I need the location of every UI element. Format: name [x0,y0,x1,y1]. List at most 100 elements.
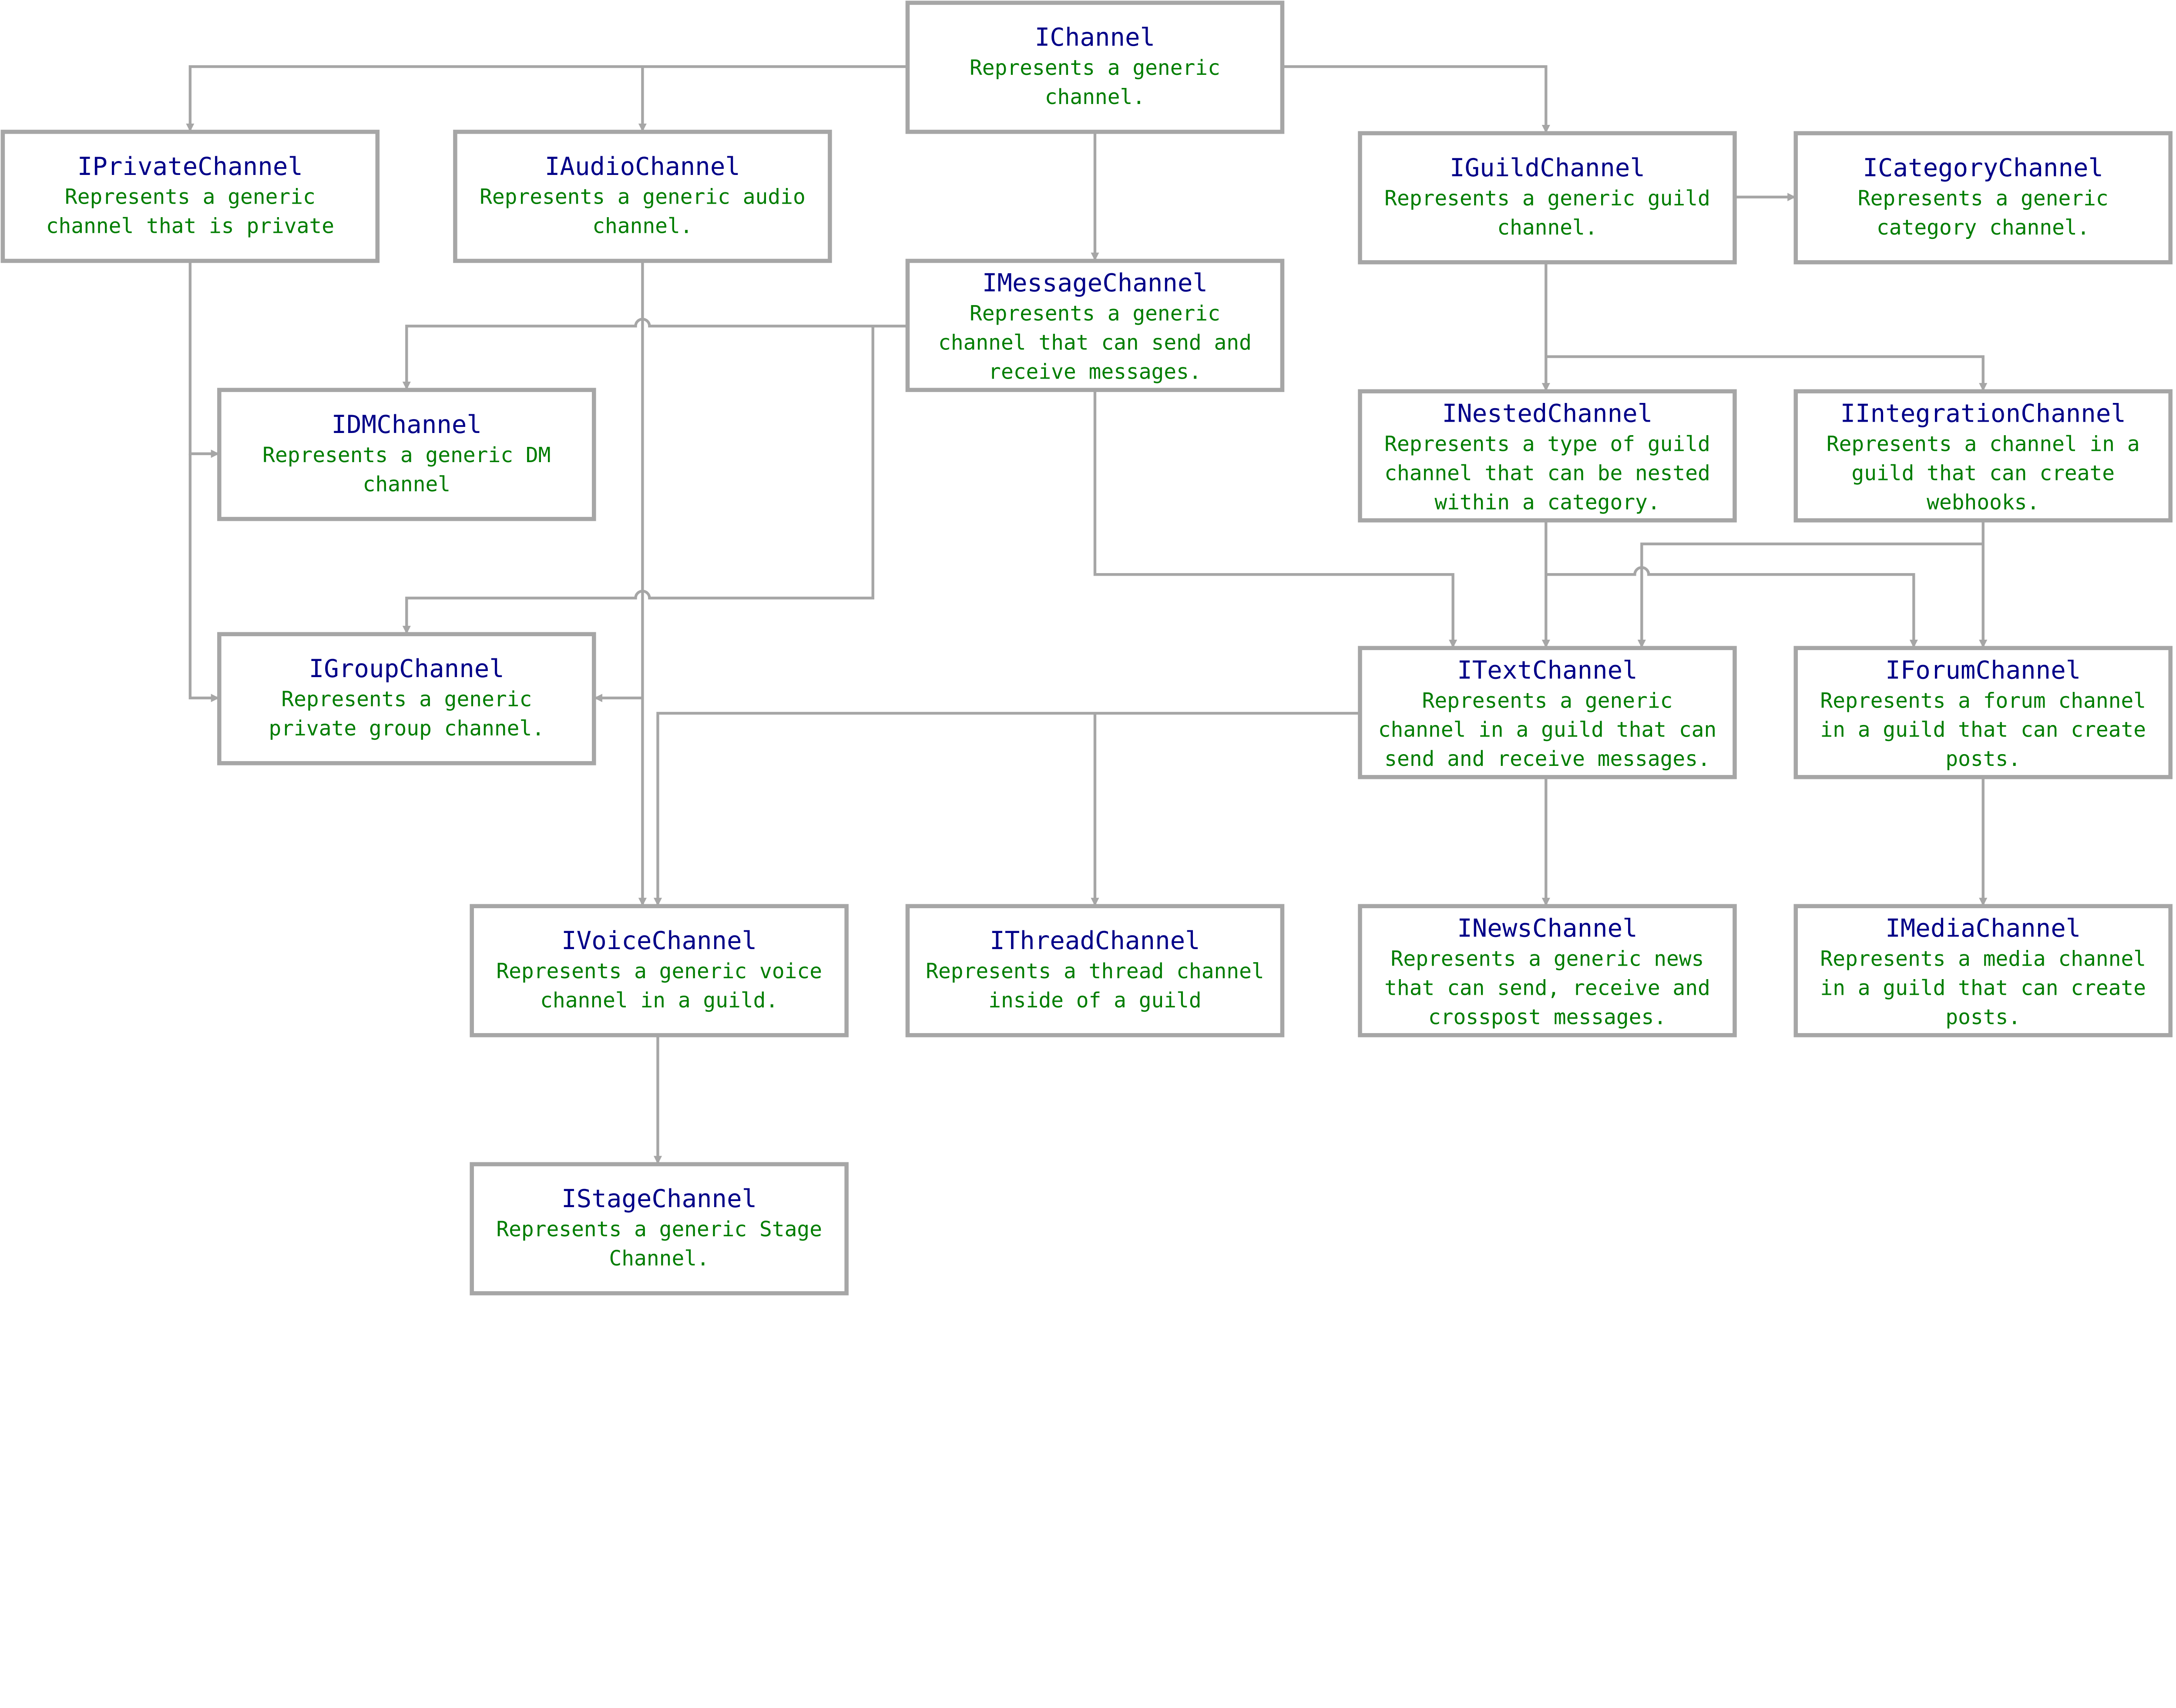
node-box [470,1162,849,1295]
node-box [905,258,1285,392]
node-title: IGroupChannel [309,654,504,683]
edge-IChannel-to-IGuildChannel [1282,65,1550,134]
node-description-line: Represents a channel in a [1827,432,2140,456]
node-box [1358,389,1737,523]
node-description-line: channel that can be nested [1384,461,1710,485]
node-title: IThreadChannel [990,926,1200,955]
node-title: ITextChannel [1457,655,1638,685]
node-box [0,130,380,263]
node-title: ICategoryChannel [1863,153,2103,182]
node-description-line: inside of a guild [988,989,1202,1013]
node-box [217,632,596,765]
edge-IPrivateChannel-to-IGroupChannel [188,453,219,702]
node-description-line: channel that can send and [938,331,1252,355]
node-description-line: Represents a generic DM [262,443,551,467]
node-description-line: guild that can create [1851,461,2115,485]
edge-IMessageChannel-to-ITextChannel [1093,391,1457,648]
node-description-line: Channel. [609,1247,709,1271]
node-title: INewsChannel [1457,913,1638,943]
node-title: IDMChannel [332,410,482,439]
edge-ITextChannel-to-IVoiceChannel [653,711,1360,906]
node-description-line: webhooks. [1927,490,2039,514]
node-box [905,904,1285,1037]
edge-IMessageChannel-to-IDMChannel [402,318,908,390]
node-box [470,904,849,1037]
node-description-line: send and receive messages. [1384,747,1710,771]
node-description-line: crosspost messages. [1428,1005,1666,1029]
node-description-line: Represents a generic news [1391,947,1704,971]
node-description-line: category channel. [1877,216,2090,240]
node-description-line: Represents a generic audio [480,185,806,209]
node-description-line: Represents a media channel [1820,947,2146,971]
node-description-line: Represents a forum channel [1820,689,2146,713]
node-description-line: in a guild that can create [1820,718,2146,742]
node-title: IVoiceChannel [561,926,757,955]
node-box [453,130,832,263]
node-description-line: that can send, receive and [1384,976,1710,1000]
node-description-line: channel. [1045,85,1145,109]
node-box [1358,646,1737,779]
node-description-line: channel in a guild. [540,989,778,1013]
node-box [1358,131,1737,265]
node-description-line: channel. [592,215,692,238]
node-box [1358,904,1737,1037]
node-title: IChannel [1035,23,1155,52]
node-box [1793,646,2173,779]
node-description-line: Represents a generic [65,185,316,209]
node-description-line: posts. [1945,747,2021,771]
node-title: IMediaChannel [1885,913,2081,943]
edge-IChannel-to-IPrivateChannel [186,65,908,132]
node-description-line: Represents a generic guild [1384,187,1710,211]
node-description-line: in a guild that can create [1820,976,2146,1000]
node-description-line: posts. [1945,1005,2021,1029]
node-title: IAudioChannel [545,152,740,181]
edge-INestedChannel-to-IForumChannel [1546,566,1918,648]
node-title: IMessageChannel [982,268,1208,298]
node-box [1793,389,2173,523]
node-description-line: Represents a type of guild [1384,432,1710,456]
node-description-line: within a category. [1434,490,1660,514]
node-description-line: private group channel. [269,717,545,741]
edge-IGuildChannel-to-IIntegrationChannel [1546,355,1988,392]
node-description-line: channel. [1497,216,1597,240]
edges-layer [186,65,1988,1164]
node-description-line: Represents a generic [281,688,532,711]
node-box [1793,131,2173,265]
node-description-line: Represents a generic [970,56,1220,80]
node-title: IForumChannel [1885,655,2081,685]
node-title: IStageChannel [561,1184,757,1213]
edge-IPrivateChannel-to-IDMChannel [188,261,219,458]
node-box [905,0,1285,134]
edge-IIntegrationChannel-to-ITextChannel [1637,542,1983,648]
node-description-line: Represents a generic Stage [496,1218,822,1242]
node-description-line: Represents a thread channel [926,960,1264,983]
node-description-line: channel in a guild that can [1378,718,1716,742]
node-description-line: Represents a generic voice [496,960,822,983]
node-title: IIntegrationChannel [1840,399,2126,428]
node-box [217,388,596,521]
node-description-line: Represents a generic [1858,187,2109,211]
node-title: IPrivateChannel [77,152,303,181]
node-description-line: Represents a generic [1422,689,1673,713]
node-description-line: channel that is private [46,215,334,238]
node-description-line: Represents a generic [970,302,1220,326]
